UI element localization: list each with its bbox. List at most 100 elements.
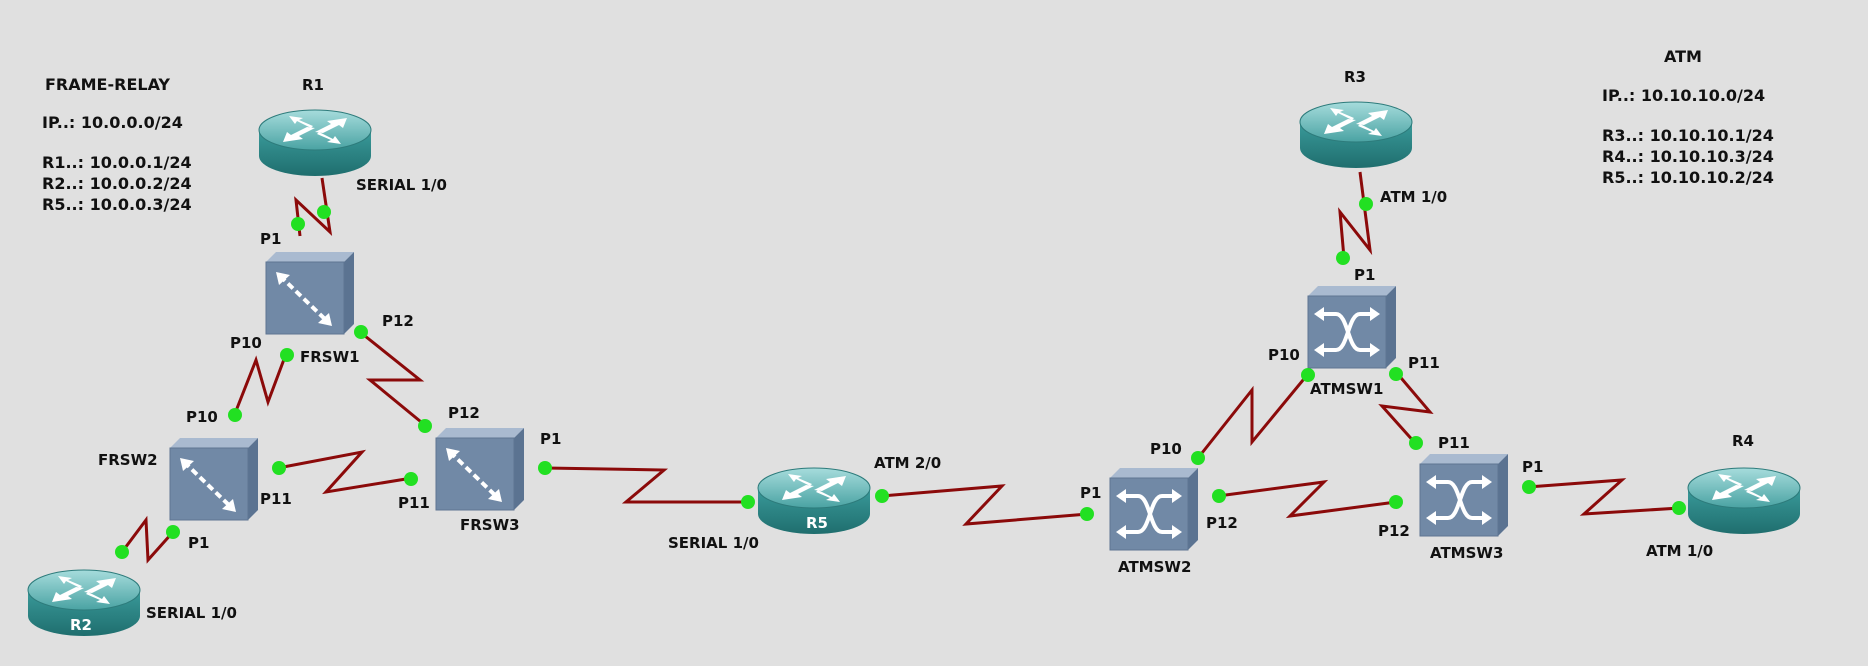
port-dot bbox=[1359, 197, 1373, 211]
port-dot bbox=[538, 461, 552, 475]
atm-switch-atmsw2[interactable] bbox=[1108, 466, 1200, 552]
port-label: P12 bbox=[1378, 522, 1410, 540]
atm-switch-icon bbox=[1418, 452, 1510, 538]
note-line: R2..: 10.0.0.2/24 bbox=[42, 174, 192, 193]
port-dot bbox=[272, 461, 286, 475]
port-label: P1 bbox=[1080, 484, 1101, 502]
note-line: R3..: 10.10.10.1/24 bbox=[1602, 126, 1774, 145]
port-dot bbox=[418, 419, 432, 433]
device-label-r4: R4 bbox=[1732, 432, 1754, 450]
port-label: P1 bbox=[1522, 458, 1543, 476]
port-label: P1 bbox=[260, 230, 281, 248]
device-label-r2: R2 bbox=[70, 616, 92, 634]
port-label: P1 bbox=[540, 430, 561, 448]
note-title: FRAME-RELAY bbox=[45, 75, 170, 94]
frame-relay-note: FRAME-RELAY IP..: 10.0.0.0/24 R1..: 10.0… bbox=[42, 75, 192, 214]
atm-note: ATM IP..: 10.10.10.0/24 R3..: 10.10.10.1… bbox=[1602, 47, 1774, 187]
port-dot bbox=[354, 325, 368, 339]
link-r3-atmsw1 bbox=[1338, 171, 1373, 259]
port-dot bbox=[1389, 495, 1403, 509]
router-icon bbox=[258, 109, 372, 177]
device-label-frsw1: FRSW1 bbox=[300, 348, 360, 366]
device-label-frsw3: FRSW3 bbox=[460, 516, 520, 534]
port-label: P11 bbox=[398, 494, 430, 512]
link-atmsw2-atmsw3 bbox=[1217, 479, 1397, 519]
router-icon bbox=[1687, 467, 1801, 535]
device-label-frsw2: FRSW2 bbox=[98, 451, 158, 469]
link-r5-atmsw2 bbox=[881, 484, 1089, 526]
router-r4[interactable] bbox=[1687, 467, 1801, 535]
port-dot bbox=[166, 525, 180, 539]
port-label: P12 bbox=[1206, 514, 1238, 532]
router-icon bbox=[1299, 101, 1413, 169]
device-label-r5: R5 bbox=[806, 514, 828, 532]
port-label: P11 bbox=[1408, 354, 1440, 372]
note-line: R1..: 10.0.0.1/24 bbox=[42, 153, 192, 172]
note-line: R5..: 10.0.0.3/24 bbox=[42, 195, 192, 214]
port-dot bbox=[404, 472, 418, 486]
link-frsw2-frsw3 bbox=[277, 449, 413, 495]
port-label: SERIAL 1/0 bbox=[668, 534, 759, 552]
port-label: P1 bbox=[188, 534, 209, 552]
port-dot bbox=[1522, 480, 1536, 494]
port-dot bbox=[1389, 367, 1403, 381]
port-dot bbox=[1672, 501, 1686, 515]
port-label: SERIAL 1/0 bbox=[146, 604, 237, 622]
device-label-r3: R3 bbox=[1344, 68, 1366, 86]
note-line: R4..: 10.10.10.3/24 bbox=[1602, 147, 1774, 166]
port-dot bbox=[280, 348, 294, 362]
port-label: P10 bbox=[1268, 346, 1300, 364]
frame-relay-switch-frsw3[interactable] bbox=[434, 426, 526, 512]
link-atmsw1-atmsw3 bbox=[1378, 371, 1434, 446]
port-label: P11 bbox=[1438, 434, 1470, 452]
frame-relay-switch-frsw2[interactable] bbox=[168, 436, 260, 522]
port-dot bbox=[875, 489, 889, 503]
port-dot bbox=[291, 217, 305, 231]
frame-relay-switch-icon bbox=[264, 250, 356, 336]
port-dot bbox=[228, 408, 242, 422]
port-dot bbox=[1409, 436, 1423, 450]
port-label: P12 bbox=[382, 312, 414, 330]
note-line: R5..: 10.10.10.2/24 bbox=[1602, 168, 1774, 187]
port-label: P11 bbox=[260, 490, 292, 508]
router-r1[interactable] bbox=[258, 109, 372, 177]
port-label: P10 bbox=[230, 334, 262, 352]
frame-relay-switch-frsw1[interactable] bbox=[264, 250, 356, 336]
link-frsw1-frsw3 bbox=[359, 330, 427, 428]
port-dot bbox=[741, 495, 755, 509]
port-dot bbox=[1212, 489, 1226, 503]
link-frsw2-r2 bbox=[120, 515, 175, 564]
port-dot bbox=[317, 205, 331, 219]
device-label-atmsw2: ATMSW2 bbox=[1118, 558, 1191, 576]
port-dot bbox=[1191, 451, 1205, 465]
link-atmsw3-r4 bbox=[1527, 478, 1681, 516]
frame-relay-switch-icon bbox=[434, 426, 526, 512]
port-label: ATM 2/0 bbox=[874, 454, 941, 472]
port-label: P10 bbox=[1150, 440, 1182, 458]
atm-switch-atmsw3[interactable] bbox=[1418, 452, 1510, 538]
link-frsw1-frsw2 bbox=[232, 353, 288, 417]
port-label: P12 bbox=[448, 404, 480, 422]
link-atmsw2-atmsw1 bbox=[1196, 373, 1310, 459]
device-label-atmsw1: ATMSW1 bbox=[1310, 380, 1383, 398]
port-dot bbox=[1080, 507, 1094, 521]
atm-switch-atmsw1[interactable] bbox=[1306, 284, 1398, 370]
router-r3[interactable] bbox=[1299, 101, 1413, 169]
port-dot bbox=[1301, 368, 1315, 382]
port-label: P1 bbox=[1354, 266, 1375, 284]
atm-switch-icon bbox=[1108, 466, 1200, 552]
port-label: ATM 1/0 bbox=[1380, 188, 1447, 206]
port-label: SERIAL 1/0 bbox=[356, 176, 447, 194]
note-network: IP..: 10.10.10.0/24 bbox=[1602, 86, 1765, 105]
port-dot bbox=[115, 545, 129, 559]
note-title: ATM bbox=[1664, 47, 1702, 66]
note-network: IP..: 10.0.0.0/24 bbox=[42, 113, 183, 132]
frame-relay-switch-icon bbox=[168, 436, 260, 522]
link-frsw3-r5 bbox=[545, 466, 748, 504]
atm-switch-icon bbox=[1306, 284, 1398, 370]
device-label-atmsw3: ATMSW3 bbox=[1430, 544, 1503, 562]
port-dot bbox=[1336, 251, 1350, 265]
port-label: ATM 1/0 bbox=[1646, 542, 1713, 560]
device-label-r1: R1 bbox=[302, 76, 324, 94]
